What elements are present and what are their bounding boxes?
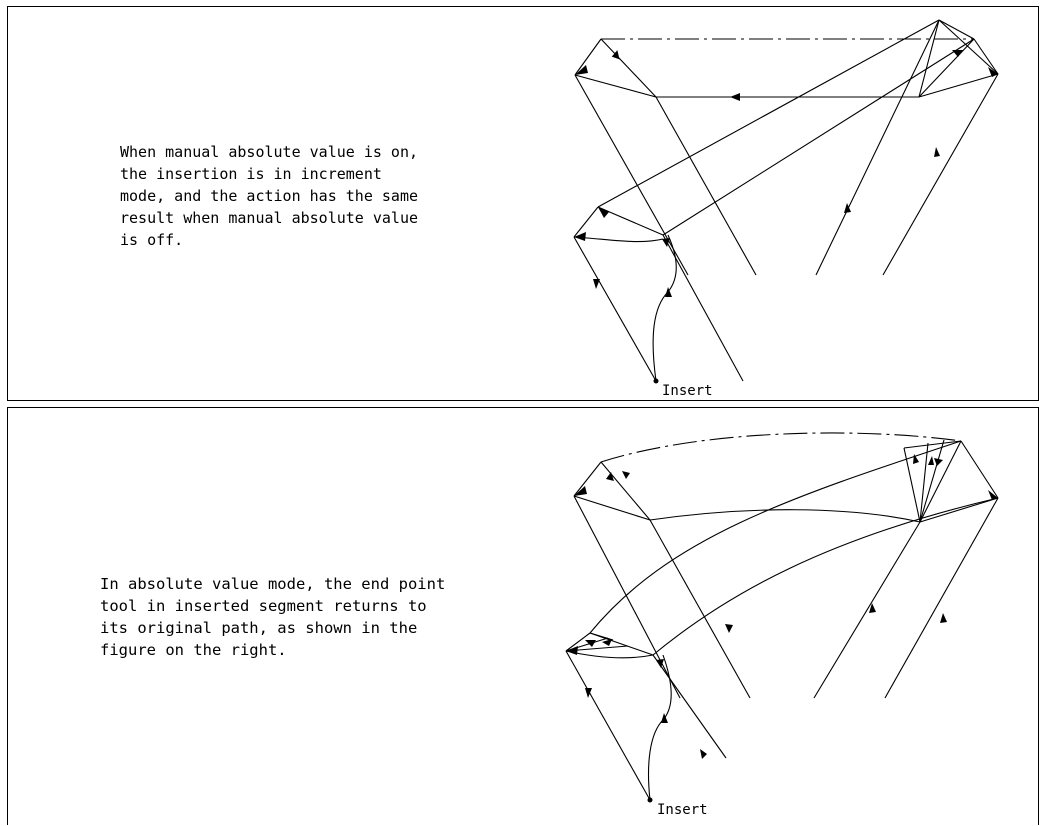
incremental-path-diagram: Insert: [573, 19, 999, 399]
absolute-mode-panel: In absolute value mode, the end point to…: [7, 407, 1039, 825]
incremental-mode-caption: When manual absolute value is on, the in…: [120, 143, 419, 249]
insert-point-label: Insert: [657, 802, 708, 818]
incremental-mode-panel: When manual absolute value is on, the in…: [7, 6, 1039, 401]
absolute-mode-caption: In absolute value mode, the end point to…: [100, 575, 446, 659]
absolute-path-diagram: Insert: [565, 432, 999, 818]
insert-point-label: Insert: [662, 383, 713, 399]
